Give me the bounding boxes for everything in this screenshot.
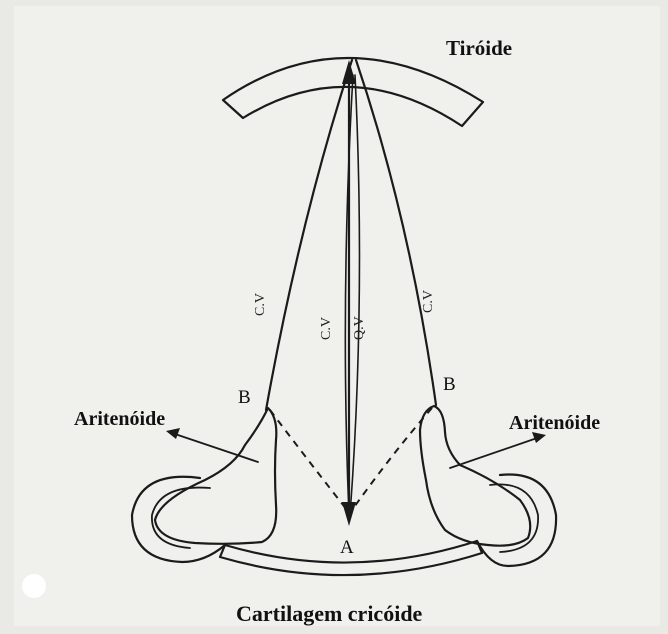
label-point-a: A: [340, 537, 354, 558]
label-thyroid: Tiróide: [446, 36, 512, 60]
label-fold-inner-left: C.V: [319, 317, 334, 340]
label-fold-outer-left: C.V: [253, 293, 268, 316]
label-point-b-left: B: [238, 387, 251, 408]
paper-sheet: [14, 6, 660, 626]
label-point-b-right: B: [443, 374, 456, 395]
label-cricoid: Cartilagem cricóide: [236, 601, 423, 626]
paper-spot: [22, 574, 46, 598]
label-arytenoid-left: Aritenóide: [74, 408, 165, 430]
label-arytenoid-right: Aritenóide: [509, 412, 600, 434]
label-fold-center: Q.V: [352, 316, 367, 340]
label-fold-outer-right: C.V: [421, 290, 436, 313]
